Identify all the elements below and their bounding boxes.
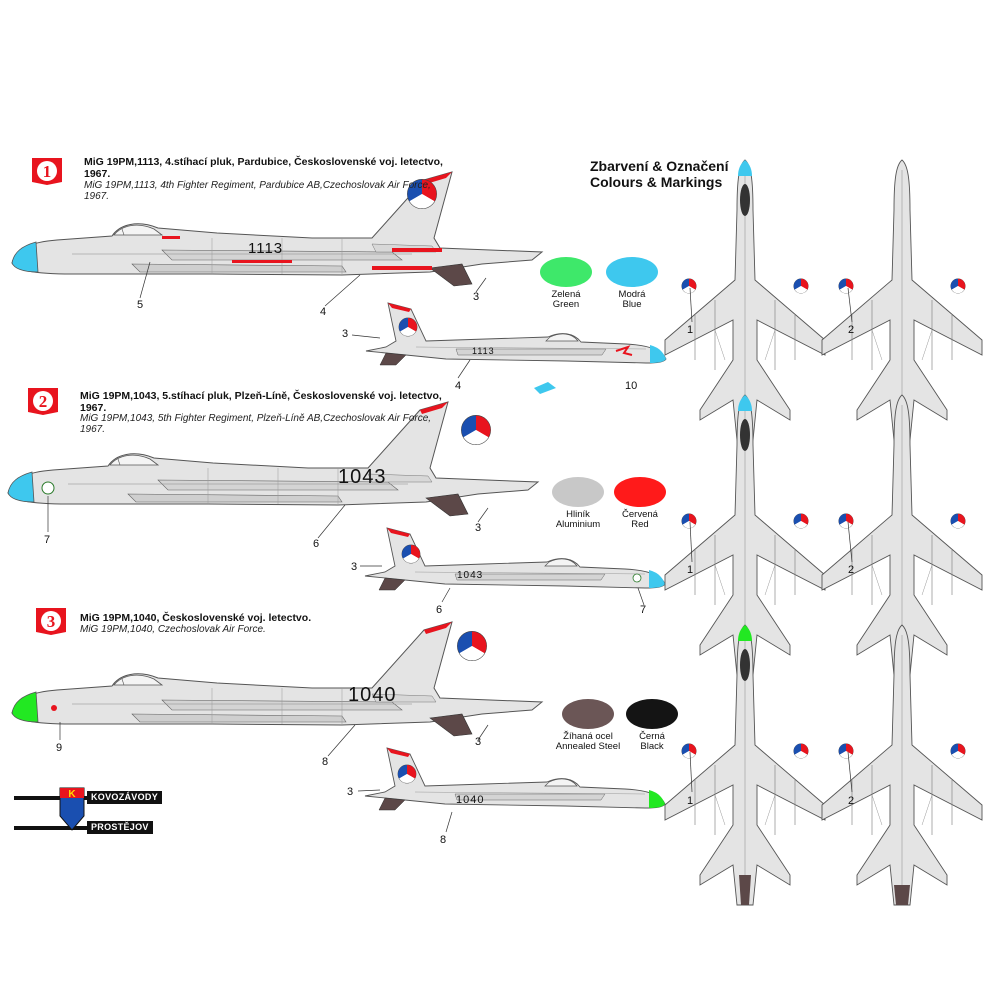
- profile-1-big-side: [11, 171, 543, 287]
- profile-2-header-cz-year: 1967.: [80, 402, 107, 414]
- swatch-annealed-steel-label-en: Annealed Steel: [555, 741, 621, 752]
- callout-plan-1-c: 1: [687, 795, 694, 807]
- swatch-annealed-steel: [562, 699, 614, 729]
- callout-p2-7: 7: [44, 534, 51, 546]
- callout-p1-10: 10: [625, 380, 638, 392]
- profile-2-serial-small: 1043: [457, 570, 484, 581]
- profile-1-header-cz-year: 1967.: [84, 168, 111, 180]
- callout-p2-7-small: 7: [640, 604, 647, 616]
- leader-lines: [47, 261, 853, 833]
- profile-2-header-cz: MiG 19PM,1043, 5.stíhací pluk, Plzeň-Lín…: [80, 390, 442, 402]
- swatch-black: [626, 699, 678, 729]
- callout-p2-6-small: 6: [436, 604, 443, 616]
- profile-3-serial-small: 1040: [456, 794, 485, 806]
- profile-3-badge-number: 3: [47, 612, 56, 631]
- swatch-green-label-cz: Zelená: [551, 289, 581, 300]
- logo-line1: KOVOZÁVODY: [87, 791, 163, 804]
- callout-p1-3-small: 3: [342, 328, 349, 340]
- profile-1-small-side: [365, 302, 667, 366]
- profile-1-header-en: MiG 19PM,1113, 4th Fighter Regiment, Par…: [84, 180, 431, 191]
- profile-1-badge-number: 1: [43, 162, 52, 181]
- callout-plan-2-c: 2: [848, 795, 855, 807]
- profile-3-serial: 1040: [348, 684, 397, 706]
- profile-3-small-side: [364, 747, 666, 811]
- profile-1-badge: 1: [32, 158, 62, 185]
- profile-2-serial: 1043: [338, 466, 387, 488]
- swatch-red: [614, 477, 666, 507]
- profile-2-badge: 2: [28, 388, 58, 415]
- profile-3-big-side: [11, 621, 543, 737]
- swatch-red-label-en: Red: [631, 519, 649, 530]
- callout-p3-3-small: 3: [347, 786, 354, 798]
- profile-2-small-side: [364, 527, 666, 591]
- swatch-green: [540, 257, 592, 287]
- callout-p2-3: 3: [475, 522, 482, 534]
- callout-p3-9: 9: [56, 742, 63, 754]
- swatch-blue-label-en: Blue: [622, 299, 642, 310]
- profile-1-header-en-year: 1967.: [84, 191, 110, 202]
- callout-p3-8-small: 8: [440, 834, 447, 846]
- swatch-red-label-cz: Červená: [622, 509, 658, 520]
- logo-letter: K: [68, 789, 76, 800]
- title-cz: Zbarvení & Označení: [590, 158, 729, 174]
- callout-p1-4-small: 4: [455, 380, 462, 392]
- profile-1-header-cz: MiG 19PM,1113, 4.stíhací pluk, Pardubice…: [84, 156, 443, 168]
- callout-p2-3-small: 3: [351, 561, 358, 573]
- swatch-blue-label-cz: Modrá: [618, 289, 646, 300]
- callout-plan-2-a: 2: [848, 324, 855, 336]
- profile-2-big-side: [7, 382, 556, 517]
- callout-p1-3: 3: [473, 291, 480, 303]
- swatch-aluminium: [552, 477, 604, 507]
- callout-p2-6: 6: [313, 538, 320, 550]
- title-en: Colours & Markings: [590, 174, 723, 190]
- profile-2-header-en-year: 1967.: [80, 424, 106, 435]
- swatch-blue: [606, 257, 658, 287]
- profile-3-header-cz: MiG 19PM,1040, Československé voj. letec…: [80, 612, 312, 624]
- profile-1-serial-small: 1113: [472, 346, 495, 356]
- swatch-green-label-en: Green: [552, 299, 580, 310]
- profile-3-badge: 3: [36, 608, 66, 635]
- callout-plan-2-b: 2: [848, 564, 855, 576]
- callout-plan-1-a: 1: [687, 324, 694, 336]
- kovozavody-logo: K: [14, 787, 144, 831]
- swatch-aluminium-label-en: Aluminium: [555, 519, 601, 530]
- profile-1-serial: 1113: [248, 240, 284, 257]
- plan-view-3-top: [664, 624, 826, 906]
- swatch-annealed-steel-label-cz: Žíhaná ocel: [563, 731, 613, 742]
- plan-view-3-bottom: [821, 624, 983, 906]
- swatch-aluminium-label-cz: Hliník: [566, 509, 590, 520]
- profile-2-header-en: MiG 19PM,1043, 5th Fighter Regiment, Plz…: [80, 413, 432, 424]
- callout-p1-4: 4: [320, 306, 327, 318]
- callout-p3-8: 8: [322, 756, 329, 768]
- callout-plan-1-b: 1: [687, 564, 694, 576]
- logo-line2: PROSTĚJOV: [87, 821, 153, 834]
- profile-3-header-en: MiG 19PM,1040, Czechoslovak Air Force.: [80, 624, 266, 635]
- callout-p3-3: 3: [475, 736, 482, 748]
- profile-2-badge-number: 2: [39, 392, 48, 411]
- swatch-black-label-cz: Černá: [639, 731, 665, 742]
- callout-p1-5: 5: [137, 299, 144, 311]
- swatch-black-label-en: Black: [640, 741, 664, 752]
